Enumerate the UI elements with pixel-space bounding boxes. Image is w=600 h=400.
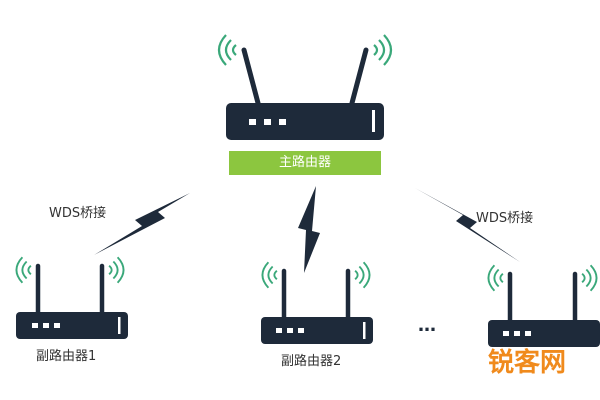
router-antenna-right bbox=[349, 47, 369, 106]
sub-router-2-label: 副路由器2 bbox=[281, 354, 342, 369]
wifi-signal-icon bbox=[581, 264, 598, 292]
router-light bbox=[276, 328, 282, 333]
router-port bbox=[363, 322, 366, 339]
router-port bbox=[118, 317, 121, 334]
router-light bbox=[287, 328, 293, 333]
router-light bbox=[264, 119, 271, 125]
wds-link-label: WDS桥接 bbox=[476, 211, 534, 226]
wifi-signal-icon bbox=[354, 261, 371, 289]
sub-router-3 bbox=[487, 264, 600, 347]
ellipsis-more-routers: … bbox=[418, 315, 438, 336]
watermark-logo: 锐客网 bbox=[488, 348, 567, 378]
wifi-signal-icon bbox=[372, 33, 393, 67]
wifi-signal-icon bbox=[108, 256, 125, 284]
sub-router-2 bbox=[261, 261, 373, 344]
router-light bbox=[298, 328, 304, 333]
router-light bbox=[525, 331, 531, 336]
router-icon bbox=[16, 312, 128, 339]
wifi-signal-icon bbox=[261, 261, 278, 289]
wifi-signal-icon bbox=[15, 256, 32, 284]
router-light bbox=[43, 323, 49, 328]
router-light bbox=[54, 323, 60, 328]
router-light bbox=[514, 331, 520, 336]
router-light bbox=[249, 119, 256, 125]
router-port bbox=[372, 110, 375, 132]
lightning-bolt-icon bbox=[94, 193, 190, 255]
router-light bbox=[279, 119, 286, 125]
main-router bbox=[217, 33, 393, 140]
lightning-bolt-icon bbox=[415, 188, 520, 262]
wds-link-label: WDS桥接 bbox=[49, 206, 107, 221]
router-icon bbox=[488, 320, 600, 347]
router-icon bbox=[226, 103, 384, 140]
router-icon bbox=[261, 317, 373, 344]
wifi-signal-icon bbox=[487, 264, 504, 292]
router-light bbox=[32, 323, 38, 328]
sub-router-1-label: 副路由器1 bbox=[36, 349, 97, 364]
lightning-bolt-icon bbox=[298, 186, 320, 273]
router-light bbox=[503, 331, 509, 336]
router-antenna-left bbox=[241, 47, 261, 106]
sub-router-1 bbox=[15, 256, 128, 339]
main-router-label: 主路由器 bbox=[229, 151, 381, 175]
wifi-signal-icon bbox=[217, 33, 238, 67]
